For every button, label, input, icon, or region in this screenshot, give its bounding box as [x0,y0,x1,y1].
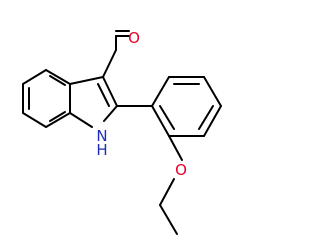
double-bond-inner [159,105,175,130]
bond [22,69,47,85]
molecule-diagram: O N H O [22,29,222,235]
bond [168,135,183,161]
double-bond-inner [49,75,66,86]
bond [151,76,170,107]
double-bond-inner [198,105,214,130]
aldehyde-group [102,30,130,78]
bond [203,105,222,137]
bond [159,204,178,235]
bond [102,76,118,107]
ether-oxygen-label: O [175,161,187,179]
bond [203,76,222,107]
indole-hydrogen-label: H [96,141,107,159]
bond [45,69,71,85]
phenyl-ring [116,76,222,137]
bond [69,76,104,85]
bond [151,105,170,137]
bond [103,105,118,122]
aldehyde-oxygen-label: O [128,29,140,47]
indole-nitrogen-label: N [96,127,107,145]
molecule-structure: O N H O [22,29,222,235]
ethoxy-group [159,135,183,235]
bond [45,112,71,128]
benzene-ring-indole [22,69,71,128]
bond [69,112,93,128]
bond [159,178,175,206]
bond [22,112,47,128]
double-bond-inner [97,83,110,107]
double-bond-inner [49,111,66,122]
pyrrole-ring-indole [69,76,118,128]
bond [102,49,117,78]
